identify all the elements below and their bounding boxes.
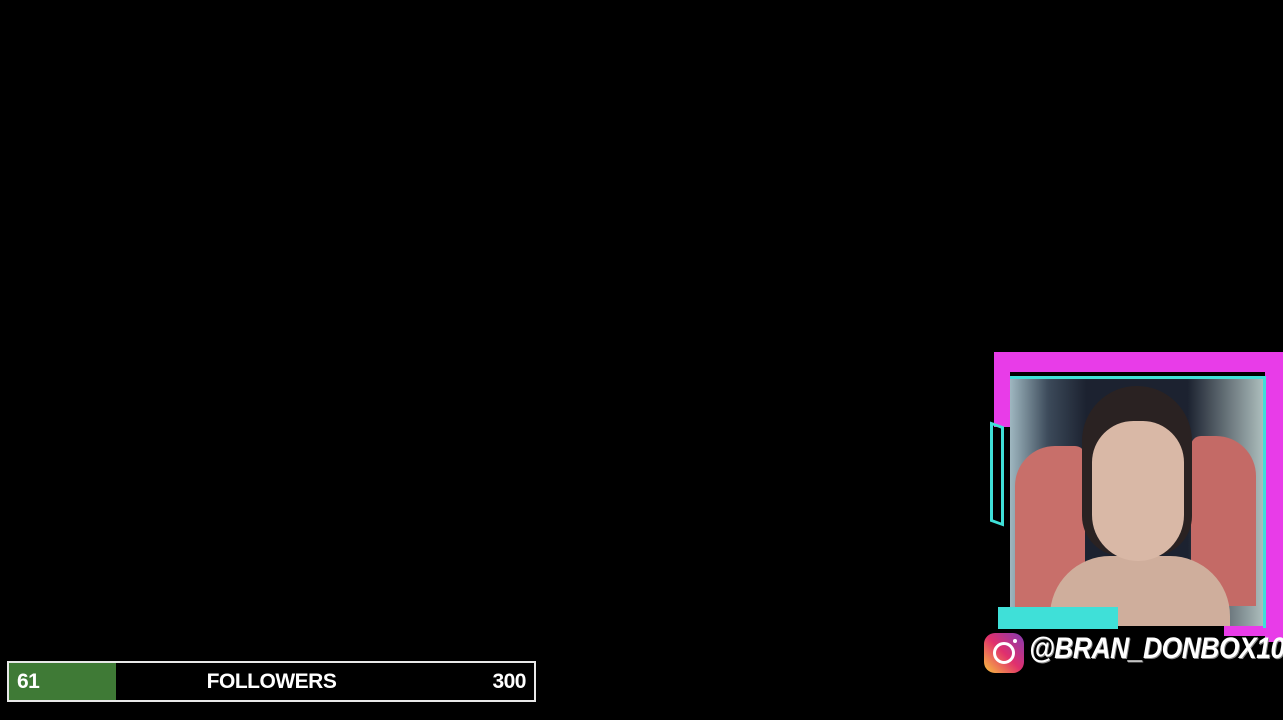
frame-border-bottom [1224,624,1283,636]
frame-accent-inner [1010,376,1266,628]
follower-goal-target: 300 [492,670,526,693]
frame-accent-bracket [990,421,1004,527]
follower-goal-bar: 61 FOLLOWERS 300 [7,661,536,702]
instagram-handle: @BRAN_DONBOX10 [1029,632,1283,665]
follower-goal-label: FOLLOWERS [206,670,337,693]
webcam-video [1010,376,1264,626]
follower-count: 61 [17,670,40,693]
instagram-icon [984,633,1024,673]
follower-goal-progress-fill [9,663,116,700]
frame-border-right [1265,352,1283,642]
frame-border-left [994,352,1010,427]
person-face [1092,421,1184,561]
frame-accent-bottom [998,607,1118,629]
webcam-frame [990,352,1283,642]
frame-border-top [994,352,1283,372]
